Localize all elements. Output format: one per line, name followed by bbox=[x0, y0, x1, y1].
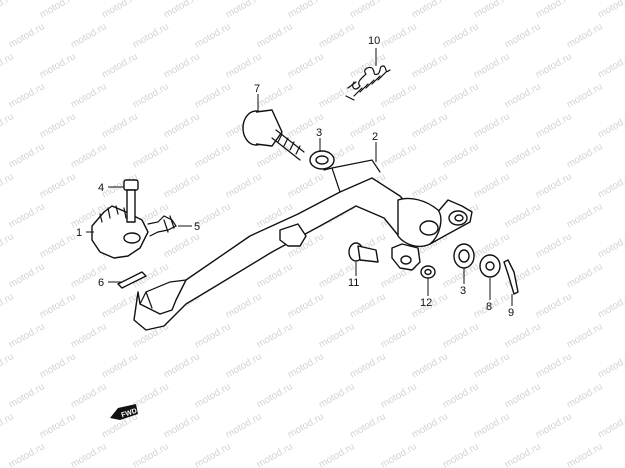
washer-3a bbox=[309, 150, 335, 170]
bolt-4 bbox=[123, 179, 139, 223]
callout-8: 8 bbox=[486, 301, 492, 313]
callout-9: 9 bbox=[508, 307, 514, 319]
forward-label: FWD bbox=[121, 408, 138, 420]
cotter-pin-9 bbox=[503, 259, 519, 295]
callout-11: 11 bbox=[348, 277, 359, 289]
callout-1: 1 bbox=[76, 227, 82, 239]
spring-5 bbox=[147, 215, 177, 237]
bolt-11 bbox=[348, 242, 379, 263]
footrest-bracket bbox=[91, 205, 149, 259]
callout-3a: 3 bbox=[316, 127, 322, 139]
leader-lines bbox=[86, 48, 513, 306]
washer-3b bbox=[453, 243, 475, 269]
spring-10 bbox=[345, 65, 391, 101]
callout-7: 7 bbox=[254, 83, 260, 95]
callout-6: 6 bbox=[98, 277, 104, 289]
callout-10: 10 bbox=[368, 35, 380, 47]
washer-8 bbox=[479, 254, 501, 278]
brake-pedal bbox=[133, 159, 473, 331]
pivot-bolt-7 bbox=[242, 109, 305, 161]
callout-12: 12 bbox=[420, 297, 432, 309]
callout-2: 2 bbox=[372, 131, 378, 143]
callout-5: 5 bbox=[194, 221, 200, 233]
callout-3b: 3 bbox=[460, 285, 466, 297]
forward-arrow-icon: FWD bbox=[110, 404, 138, 420]
cotter-pin-6 bbox=[117, 271, 147, 289]
nut-12 bbox=[420, 265, 436, 279]
callout-4: 4 bbox=[98, 182, 104, 194]
